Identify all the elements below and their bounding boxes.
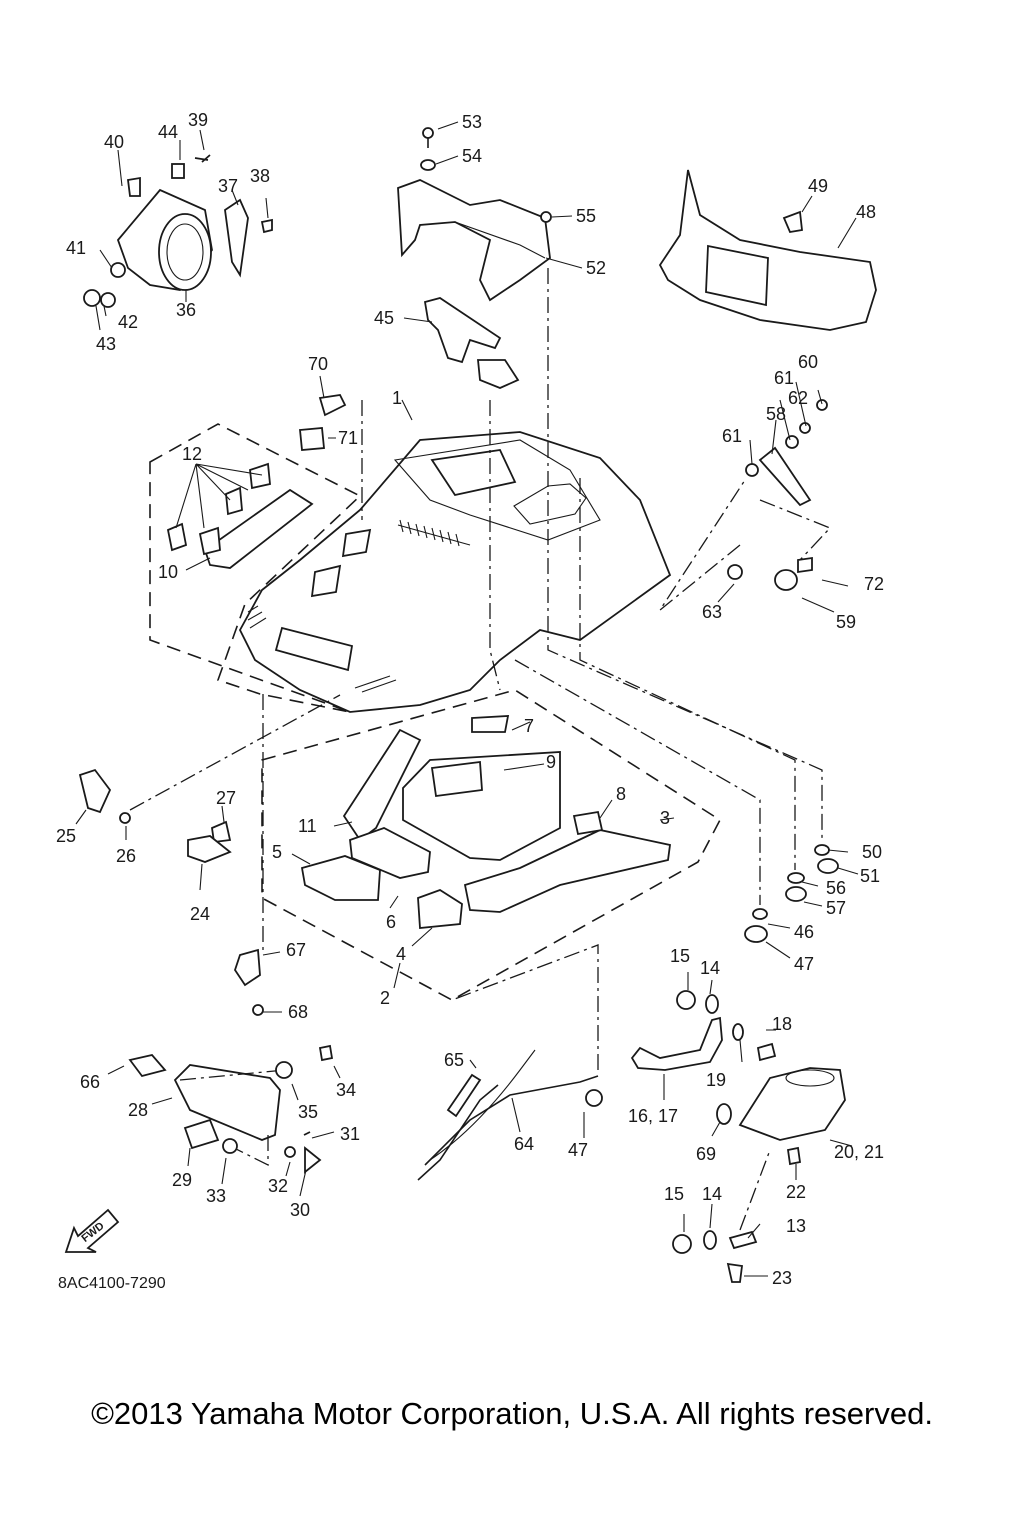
inner-panels (300, 715, 672, 929)
headlight-part (738, 1067, 846, 1141)
part-label: 39 (188, 110, 208, 130)
part-label: 27 (216, 788, 236, 808)
part-label: 23 (772, 1268, 792, 1288)
strap-part (630, 1016, 723, 1071)
part-label: 60 (798, 352, 818, 372)
part-label: 62 (788, 388, 808, 408)
part-label: 53 (462, 112, 482, 132)
bracket-part (423, 297, 520, 389)
inner-assembly-outline (261, 689, 722, 1001)
part-label: 55 (576, 206, 596, 226)
fan-shroud-part (116, 188, 213, 291)
part-label: 7 (524, 716, 534, 736)
part-label: 12 (182, 444, 202, 464)
part-label: 50 (862, 842, 882, 862)
part-label: 41 (66, 238, 86, 258)
side-panel-part (658, 169, 877, 331)
part-label: 34 (336, 1080, 356, 1100)
part-label: 67 (286, 940, 306, 960)
bumper-part (128, 1054, 281, 1150)
part-label: 63 (702, 602, 722, 622)
pad-part (166, 462, 314, 569)
part-label: 5 (272, 842, 282, 862)
part-label: 43 (96, 334, 116, 354)
part-label: 13 (786, 1216, 806, 1236)
part-label: 15 (670, 946, 690, 966)
part-label: 38 (250, 166, 270, 186)
part-label: 19 (706, 1070, 726, 1090)
part-label: 42 (118, 312, 138, 332)
part-label: 20, 21 (834, 1142, 884, 1162)
part-label: 2 (380, 988, 390, 1008)
part-label: 72 (864, 574, 884, 594)
part-label: 47 (568, 1140, 588, 1160)
hood-part (238, 431, 672, 713)
part-label: 44 (158, 122, 178, 142)
part-label: 49 (808, 176, 828, 196)
part-label: 69 (696, 1144, 716, 1164)
part-label: 9 (546, 752, 556, 772)
part-label: 70 (308, 354, 328, 374)
part-label: 31 (340, 1124, 360, 1144)
part-label: 56 (826, 878, 846, 898)
part-label: 65 (444, 1050, 464, 1070)
part-label: 66 (80, 1072, 100, 1092)
part-label: 1 (392, 388, 402, 408)
part-label: 57 (826, 898, 846, 918)
part-label: 15 (664, 1184, 684, 1204)
part-label: 68 (288, 1002, 308, 1022)
part-label: 64 (514, 1134, 534, 1154)
leader-lines (75, 121, 859, 1277)
part-labels: 1 2 3 4 5 6 7 8 9 10 11 12 13 14 14 15 1… (56, 110, 884, 1288)
part-label: 6 (386, 912, 396, 932)
part-label: 3 (660, 808, 670, 828)
part-label: 71 (338, 428, 358, 448)
part-label: 26 (116, 846, 136, 866)
part-label: 61 (722, 426, 742, 446)
part-label: 47 (794, 954, 814, 974)
part-label: 16, 17 (628, 1106, 678, 1126)
copyright-notice: ©2013 Yamaha Motor Corporation, U.S.A. A… (91, 1396, 933, 1431)
diagram-code: 8AC4100-7290 (58, 1275, 166, 1292)
part-label: 40 (104, 132, 124, 152)
part-label: 22 (786, 1182, 806, 1202)
part-label: 58 (766, 404, 786, 424)
part-label: 46 (794, 922, 814, 942)
part-label: 24 (190, 904, 210, 924)
part-label: 54 (462, 146, 482, 166)
part-label: 14 (700, 958, 720, 978)
part-label: 37 (218, 176, 238, 196)
part-label: 28 (128, 1100, 148, 1120)
part-label: 30 (290, 1200, 310, 1220)
hardware-parts (78, 127, 839, 1283)
windshield-part (397, 179, 551, 302)
part-label: 14 (702, 1184, 722, 1204)
part-label: 51 (860, 866, 880, 886)
part-label: 52 (586, 258, 606, 278)
part-label: 61 (774, 368, 794, 388)
fwd-arrow-icon: FWD (64, 1208, 120, 1253)
part-label: 32 (268, 1176, 288, 1196)
part-label: 45 (374, 308, 394, 328)
part-label: 36 (176, 300, 196, 320)
part-label: 25 (56, 826, 76, 846)
part-label: 48 (856, 202, 876, 222)
part-label: 29 (172, 1170, 192, 1190)
part-label: 4 (396, 944, 406, 964)
part-label: 33 (206, 1186, 226, 1206)
part-label: 8 (616, 784, 626, 804)
part-label: 18 (772, 1014, 792, 1034)
part-label: 35 (298, 1102, 318, 1122)
part-label: 59 (836, 612, 856, 632)
hood-assembly-outline (149, 423, 362, 713)
part-label: 10 (158, 562, 178, 582)
part-label: 11 (298, 816, 317, 836)
cable-part (417, 1049, 599, 1181)
